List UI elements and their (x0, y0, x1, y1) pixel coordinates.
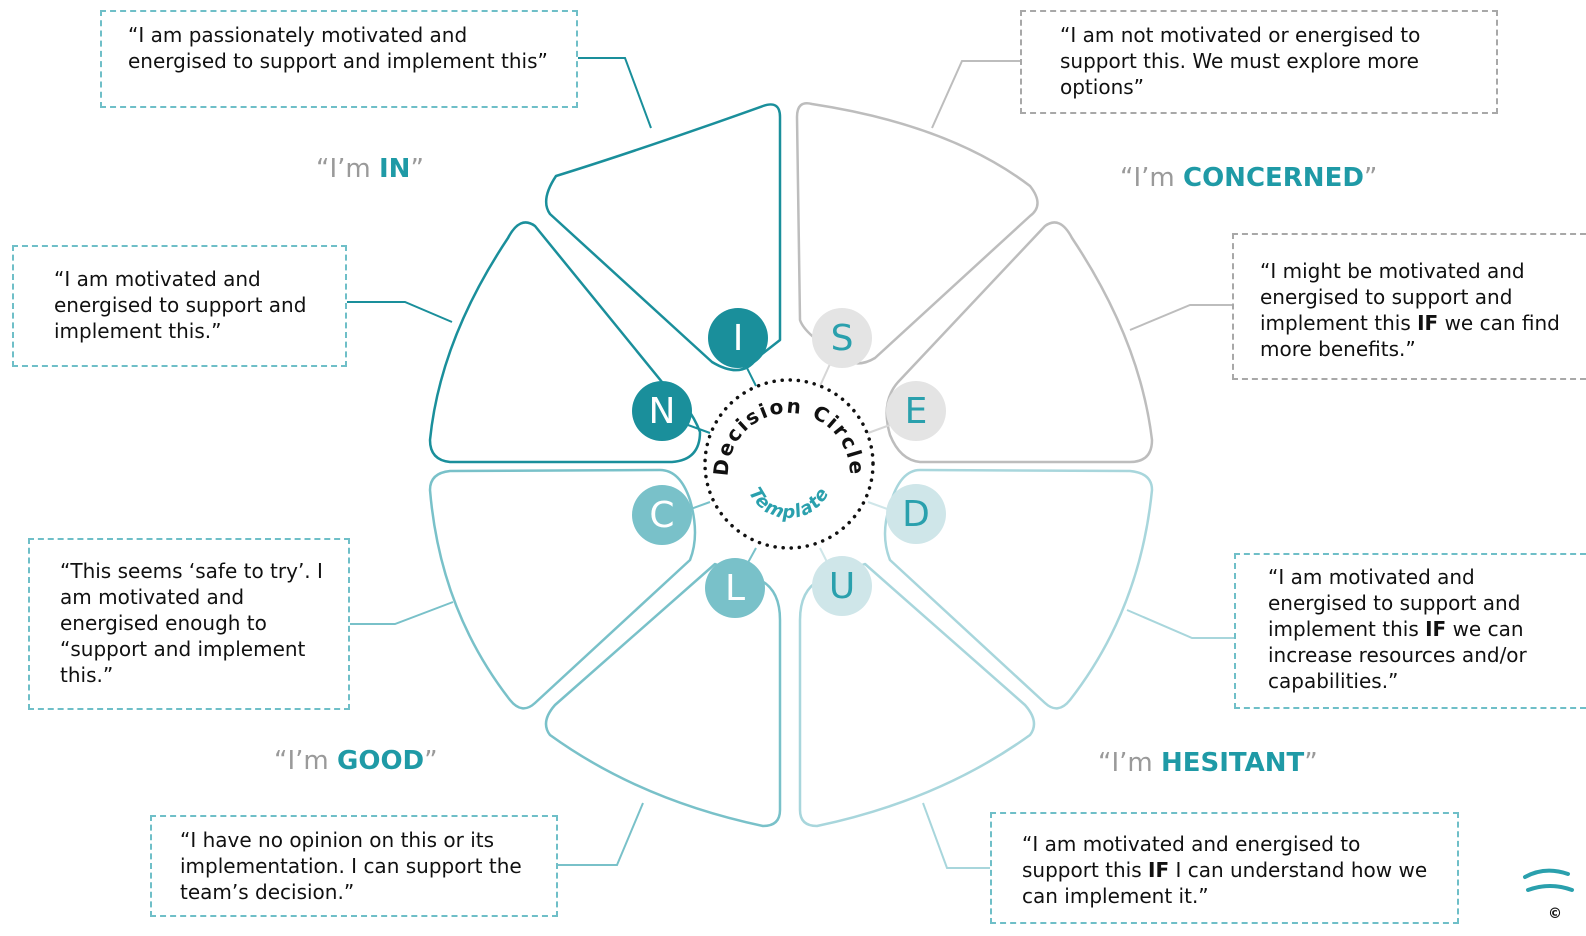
statement-i: “I am passionately motivated and energis… (128, 23, 548, 73)
letter-c: C (632, 485, 692, 545)
letter-d: D (886, 484, 946, 544)
connector-n (347, 301, 453, 323)
petal-e (885, 221, 1154, 464)
category-hesitant: “I’m HESITANT” (1098, 748, 1318, 778)
letter-l: L (705, 558, 765, 618)
statement-e: “I might be motivated and energised to s… (1260, 259, 1560, 361)
letter-e: E (886, 381, 946, 441)
petal-l (544, 562, 782, 828)
statement-box-u: “I am motivated and energised to support… (990, 812, 1459, 924)
spoke-e (867, 424, 891, 434)
statement-s: “I am not motivated or energised to supp… (1060, 23, 1421, 99)
statement-box-d: “I am motivated and energised to support… (1234, 553, 1586, 709)
statement-box-c: “This seems ‘safe to try’. I am motivate… (28, 538, 350, 710)
connector-e (1129, 304, 1232, 331)
petal-i (544, 103, 782, 372)
statement-n: “I am motivated and energised to support… (54, 267, 307, 343)
spoke-i (744, 363, 757, 387)
logo-mark (1523, 868, 1574, 892)
connector-s (931, 60, 1020, 129)
petal-c (428, 468, 697, 710)
category-good: “I’m GOOD” (274, 746, 438, 776)
statement-d: “I am motivated and energised to support… (1268, 565, 1527, 693)
category-concerned: “I’m CONCERNED” (1120, 163, 1378, 193)
letter-u: U (812, 556, 872, 616)
connector-i (577, 57, 652, 129)
connector-d (1126, 609, 1234, 639)
statement-box-l: “I have no opinion on this or its implem… (150, 815, 558, 917)
connector-c (350, 601, 454, 625)
category-in: “I’m IN” (316, 154, 424, 184)
letter-i: I (708, 308, 768, 368)
copyright-symbol: © (1548, 906, 1562, 922)
petal-u (798, 562, 1036, 828)
statement-l: “I have no opinion on this or its implem… (180, 828, 522, 904)
connector-l (558, 802, 644, 866)
statement-box-i: “I am passionately motivated and energis… (100, 10, 578, 108)
spoke-s (819, 363, 831, 387)
letter-s: S (812, 308, 872, 368)
spoke-c (687, 501, 711, 511)
statement-box-s: “I am not motivated or energised to supp… (1020, 10, 1498, 114)
statement-c: “This seems ‘safe to try’. I am motivate… (60, 559, 323, 687)
statement-u: “I am motivated and energised to support… (1022, 832, 1428, 908)
petal-n (428, 221, 702, 464)
center-ring (703, 378, 875, 550)
letter-n: N (632, 381, 692, 441)
connector-u (922, 802, 990, 869)
statement-box-e: “I might be motivated and energised to s… (1232, 233, 1586, 380)
statement-box-n: “I am motivated and energised to support… (12, 245, 347, 367)
spoke-n (687, 424, 711, 434)
